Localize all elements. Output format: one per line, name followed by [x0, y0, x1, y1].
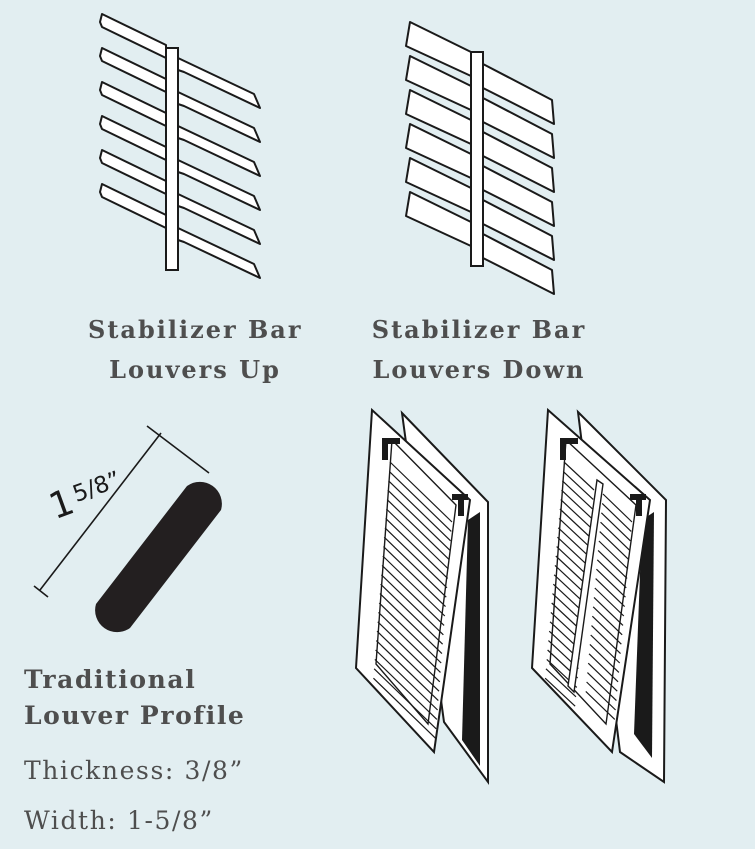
shutter-slat [594, 587, 625, 617]
shutter-slat [385, 508, 449, 570]
shutter-slat [380, 574, 444, 636]
louver-slat [482, 233, 555, 295]
shutter-slat [380, 583, 444, 645]
shutter-slat [385, 517, 449, 579]
louver-slat [99, 149, 167, 195]
shutter-slat [382, 555, 446, 617]
shutter-slat [587, 672, 617, 702]
shutter-slat [556, 546, 588, 576]
shutter-slat [375, 649, 439, 711]
caption-line2: Louvers Up [109, 355, 281, 384]
louver-slat [99, 13, 167, 59]
louver-slat [482, 199, 555, 261]
shutter-slat [373, 668, 437, 730]
louver-slat [177, 159, 261, 211]
profile-title-line1: Traditional [24, 665, 197, 694]
louver-slat [482, 165, 555, 227]
shutter-slat [591, 615, 622, 645]
shutter-slat [601, 502, 632, 532]
louvers-down-caption: Stabilizer Bar Louvers Down [368, 310, 590, 390]
shutter-slat [557, 527, 589, 557]
shutter-slat [587, 662, 618, 692]
shutter-slat [588, 653, 619, 683]
shutter-slat [563, 461, 595, 491]
stabilizer-bar [470, 51, 484, 267]
width-spec: Width: 1-5/8” [24, 806, 214, 835]
shutter-slat [544, 677, 576, 707]
shutter-slat [561, 489, 592, 519]
shutter-slat [387, 489, 451, 551]
profile-title: Traditional Louver Profile [24, 662, 245, 734]
thickness-spec: Thickness: 3/8” [24, 756, 244, 785]
louver-slat [99, 81, 167, 127]
shutter-slat [598, 540, 629, 570]
louver-slat [99, 47, 167, 93]
caption-line1: Stabilizer Bar [371, 315, 587, 344]
shutter-slat [599, 531, 630, 561]
shutter-slat [388, 470, 452, 532]
shutter-slat [378, 611, 441, 673]
shutter-slat [374, 658, 438, 720]
shutter-slat [593, 596, 624, 626]
shutter-slat [373, 677, 436, 739]
shutter-slat [383, 546, 446, 608]
shutter-slat [597, 549, 628, 579]
shutter-slat [383, 536, 447, 598]
shutter-slat [562, 470, 594, 500]
shutter-slat [591, 625, 621, 655]
shutter-slat [586, 681, 617, 711]
shutter-slat [596, 568, 626, 598]
shutter-slat [377, 621, 441, 683]
shutter-slat [557, 536, 588, 566]
shutter-slat [553, 574, 585, 604]
caption-line2: Louvers Down [372, 355, 586, 384]
shutter-slat [378, 602, 442, 664]
louver-slat [99, 115, 167, 161]
shutter-slat [388, 480, 451, 542]
caption-line1: Stabilizer Bar [88, 315, 303, 344]
louver-slat [99, 183, 167, 229]
shutter-slat [592, 606, 623, 636]
shutter-slat [558, 517, 590, 547]
shutter-slat [600, 512, 631, 542]
shutter-slat [381, 564, 445, 626]
louvers-up-caption: Stabilizer Bar Louvers Up [88, 310, 302, 390]
shutter-slat [384, 527, 448, 589]
louver-slat [482, 97, 555, 159]
shutter-slat [596, 559, 627, 589]
shutter-slat [560, 499, 592, 529]
shutter-slat [386, 499, 450, 561]
shutter-slat [585, 690, 616, 720]
shutter-slat [379, 593, 443, 655]
profile-title-line2: Louver Profile [24, 701, 246, 730]
louver-slat [177, 125, 261, 177]
shutter-slat [561, 480, 593, 510]
shutter-slat [602, 493, 633, 523]
shutter-slat [590, 634, 621, 664]
louver-profile-shape [95, 481, 222, 633]
louver-slat [482, 63, 555, 125]
louver-slat [177, 193, 261, 245]
shutter-slat [389, 461, 453, 523]
louver-slat [482, 131, 555, 193]
shutter-slat [376, 630, 440, 692]
louver-slat [177, 227, 261, 279]
shutter-slat [545, 668, 577, 698]
shutter-slat [559, 508, 591, 538]
shutter-slat [595, 578, 626, 608]
shutter-slat [375, 640, 439, 702]
shutter-slat [589, 643, 620, 673]
shutter-slat [600, 521, 630, 551]
louver-slat [177, 57, 261, 109]
shutter-slat [555, 555, 587, 585]
shutter-slat [554, 564, 586, 594]
louver-slat [177, 91, 261, 143]
